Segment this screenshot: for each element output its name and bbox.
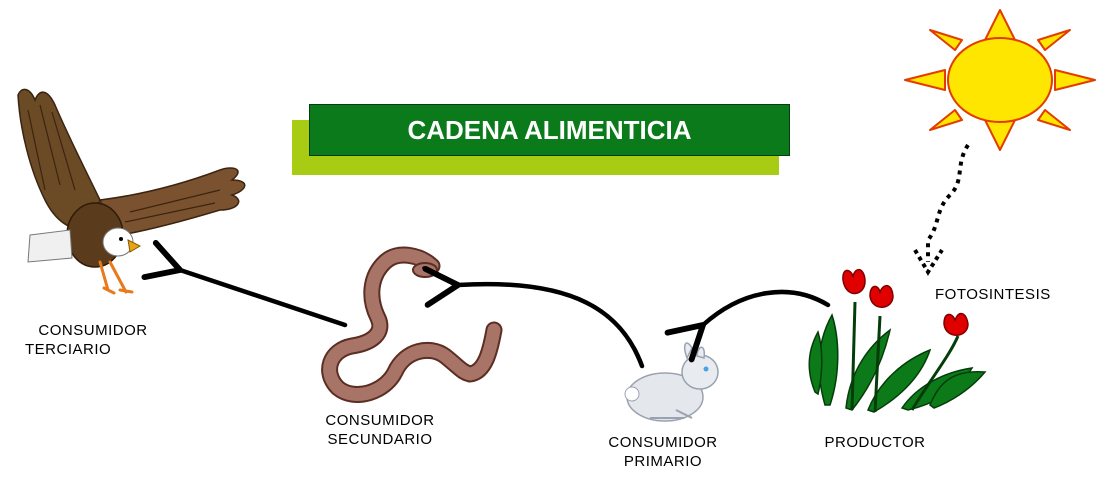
label-line: PRIMARIO [623, 453, 703, 470]
arrow-productor-to-primario [664, 289, 831, 363]
label-consumidor-primario: CONSUMIDOR PRIMARIO [583, 433, 743, 471]
label-line: CONSUMIDOR [38, 322, 148, 339]
eagle-icon [17, 88, 246, 295]
label-line: PRODUCTOR [824, 434, 926, 451]
label-line: CONSUMIDOR [608, 434, 718, 451]
label-line: CONSUMIDOR [325, 412, 435, 429]
label-line: FOTOSINTESIS [935, 286, 1051, 303]
snake-icon [321, 246, 503, 403]
rabbit-icon [624, 342, 719, 422]
arrow-primario-to-secundario [422, 265, 645, 369]
label-line: TERCIARIO [25, 341, 112, 358]
label-consumidor-secundario: CONSUMIDOR SECUNDARIO [300, 411, 460, 449]
label-productor: PRODUCTOR [800, 433, 950, 452]
arrow-secundario-to-terciario [141, 240, 348, 328]
photosynthesis-arrow-icon [913, 143, 970, 276]
page-title: CADENA ALIMENTICIA [309, 104, 790, 156]
label-consumidor-terciario: CONSUMIDOR TERCIARIO [8, 321, 178, 359]
tulips-icon [808, 268, 987, 413]
label-fotosintesis: FOTOSINTESIS [935, 285, 1100, 304]
label-line: SECUNDARIO [327, 431, 433, 448]
sun-icon [904, 9, 1096, 151]
